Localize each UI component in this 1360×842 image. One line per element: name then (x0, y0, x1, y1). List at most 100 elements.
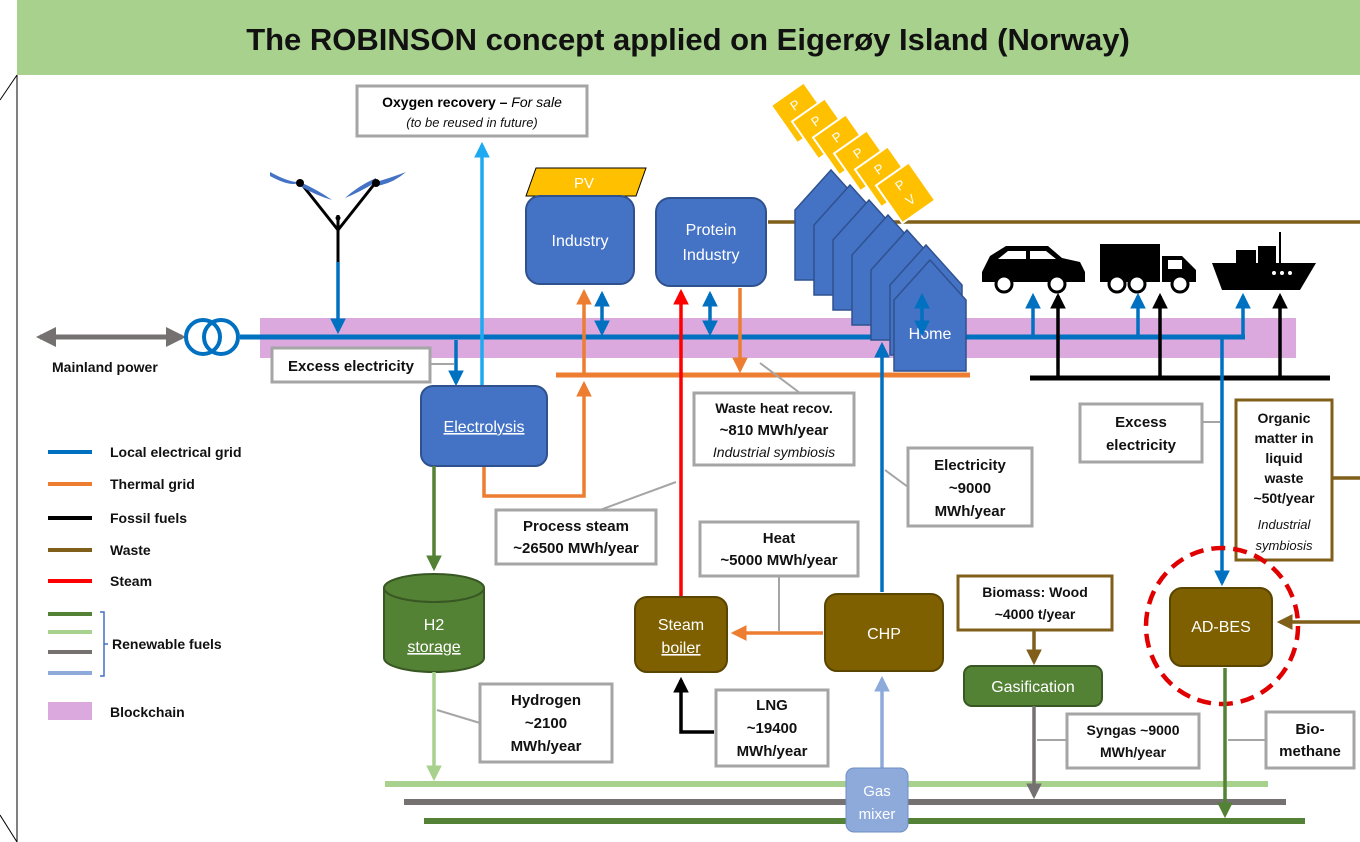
excess-right-label-1: Excess (1115, 414, 1167, 431)
syngas-label-1: Syngas ~9000 (1086, 722, 1179, 738)
oxygen-italic: For sale (511, 94, 562, 110)
waste-heat-connector (759, 362, 801, 394)
oxygen-bold: Oxygen recovery – (382, 94, 508, 110)
legend-label-blockchain: Blockchain (110, 704, 185, 720)
gas-mixer-label-2: mixer (859, 806, 896, 823)
legend-label-electrical: Local electrical grid (110, 444, 242, 460)
organic-label-3: liquid (1265, 450, 1302, 466)
oxygen-sub-label: (to be reused in future) (406, 115, 538, 130)
legend-label-steam: Steam (110, 573, 152, 589)
oxygen-recovery-box (355, 84, 589, 138)
legend: Local electrical grid Thermal grid Fossi… (48, 444, 242, 720)
legend-renewable-bracket (100, 611, 108, 677)
industry-pv-label: PV (574, 175, 594, 192)
industry-label: Industry (552, 233, 609, 250)
excess-electricity-left-label: Excess electricity (288, 358, 415, 375)
excess-electricity-right-box (1078, 402, 1204, 464)
organic-label-6: Industrial (1258, 517, 1312, 532)
industry-pv-panel (525, 167, 647, 197)
gas-mixer-unit (845, 767, 909, 833)
lng-box (714, 688, 830, 768)
electricity-label-3: MWh/year (935, 503, 1006, 520)
header-banner (17, 0, 1360, 75)
hydrogen-connector (436, 709, 481, 724)
car-icon (982, 246, 1085, 294)
waste-heat-label-1: Waste heat recov. (715, 400, 833, 416)
process-steam-label-2: ~26500 MWh/year (513, 540, 639, 557)
home-label: Home (909, 326, 952, 343)
syngas-box (1065, 712, 1201, 770)
biomethane-label-2: methane (1279, 743, 1341, 760)
legend-label-renewable: Renewable fuels (112, 636, 222, 652)
waste-heat-label-3: Industrial symbiosis (713, 444, 835, 460)
lng-label-3: MWh/year (737, 743, 808, 760)
hydrogen-label-2: ~2100 (525, 715, 567, 732)
h2-storage-label-2: storage (407, 639, 460, 656)
truck-icon (1100, 244, 1196, 294)
hydrogen-box (478, 682, 614, 764)
lng-line (673, 676, 714, 734)
legend-swatch-blockchain (48, 702, 92, 720)
steam-boiler-unit (634, 596, 728, 673)
electrolysis-unit (420, 385, 548, 467)
h2-storage-unit (383, 573, 485, 673)
chp-unit (824, 593, 944, 672)
steam-boiler-label-1: Steam (658, 617, 704, 634)
organic-label-4: waste (1264, 470, 1304, 486)
hydrogen-label-1: Hydrogen (511, 692, 581, 709)
chp-label: CHP (867, 626, 901, 643)
biomethane-box (1264, 710, 1356, 770)
legend-label-waste: Waste (110, 542, 151, 558)
protein-industry-label-1: Protein (686, 222, 737, 239)
biomass-label-2: ~4000 t/year (995, 606, 1076, 622)
electricity-box (906, 446, 1034, 528)
process-steam-box (494, 508, 658, 566)
electricity-label-1: Electricity (934, 457, 1006, 474)
mainland-power-label: Mainland power (52, 359, 158, 375)
biomethane-label-1: Bio- (1295, 721, 1324, 738)
gas-mixer-label-1: Gas (863, 783, 891, 800)
steam-boiler-label-2: boiler (661, 640, 701, 657)
home-icon (893, 258, 967, 372)
ship-icon (1212, 232, 1316, 290)
electricity-connector (884, 469, 909, 488)
organic-label-2: matter in (1254, 430, 1313, 446)
heat-label-1: Heat (763, 530, 796, 547)
industry-unit (525, 195, 635, 285)
home-stack: HHomePVPVPVPVPVPV (769, 81, 967, 372)
oxygen-recovery-label: Oxygen recovery – For sale (382, 94, 562, 110)
electrolysis-heat-link (482, 380, 592, 498)
electrolysis-label: Electrolysis (444, 419, 525, 436)
lng-label-1: LNG (756, 697, 788, 714)
gasification-label: Gasification (991, 679, 1075, 696)
protein-industry-unit (655, 197, 767, 287)
heat-label-2: ~5000 MWh/year (720, 552, 837, 569)
wind-turbine-icon (270, 172, 406, 262)
organic-matter-box (1234, 398, 1334, 562)
biomass-label-1: Biomass: Wood (982, 584, 1088, 600)
waste-heat-label-2: ~810 MWh/year (720, 422, 829, 439)
hydrogen-label-3: MWh/year (511, 738, 582, 755)
transformer-icon (184, 318, 240, 356)
organic-label-5: ~50t/year (1253, 490, 1315, 506)
excess-right-label-2: electricity (1106, 437, 1177, 454)
electricity-label-2: ~9000 (949, 480, 991, 497)
legend-label-fossil: Fossil fuels (110, 510, 187, 526)
process-steam-label-1: Process steam (523, 518, 629, 535)
ad-bes-highlight (1143, 545, 1301, 707)
lng-label-2: ~19400 (747, 720, 797, 737)
organic-label-1: Organic (1258, 410, 1311, 426)
waste-heat-box (692, 391, 856, 467)
excess-electricity-left-box (270, 346, 432, 384)
syngas-label-2: MWh/year (1100, 744, 1167, 760)
left-edge-diag-bottom (0, 814, 18, 842)
protein-industry-label-2: Industry (683, 247, 740, 264)
process-steam-connector (599, 481, 677, 511)
page-title: The ROBINSON concept applied on Eigerøy … (246, 22, 1130, 57)
h2-storage-label-1: H2 (424, 617, 445, 634)
solar-panel-icon: PV (874, 161, 937, 225)
organic-label-7: symbiosis (1255, 538, 1313, 553)
ad-bes-label: AD-BES (1191, 619, 1251, 636)
left-edge-diag-top (0, 74, 18, 101)
